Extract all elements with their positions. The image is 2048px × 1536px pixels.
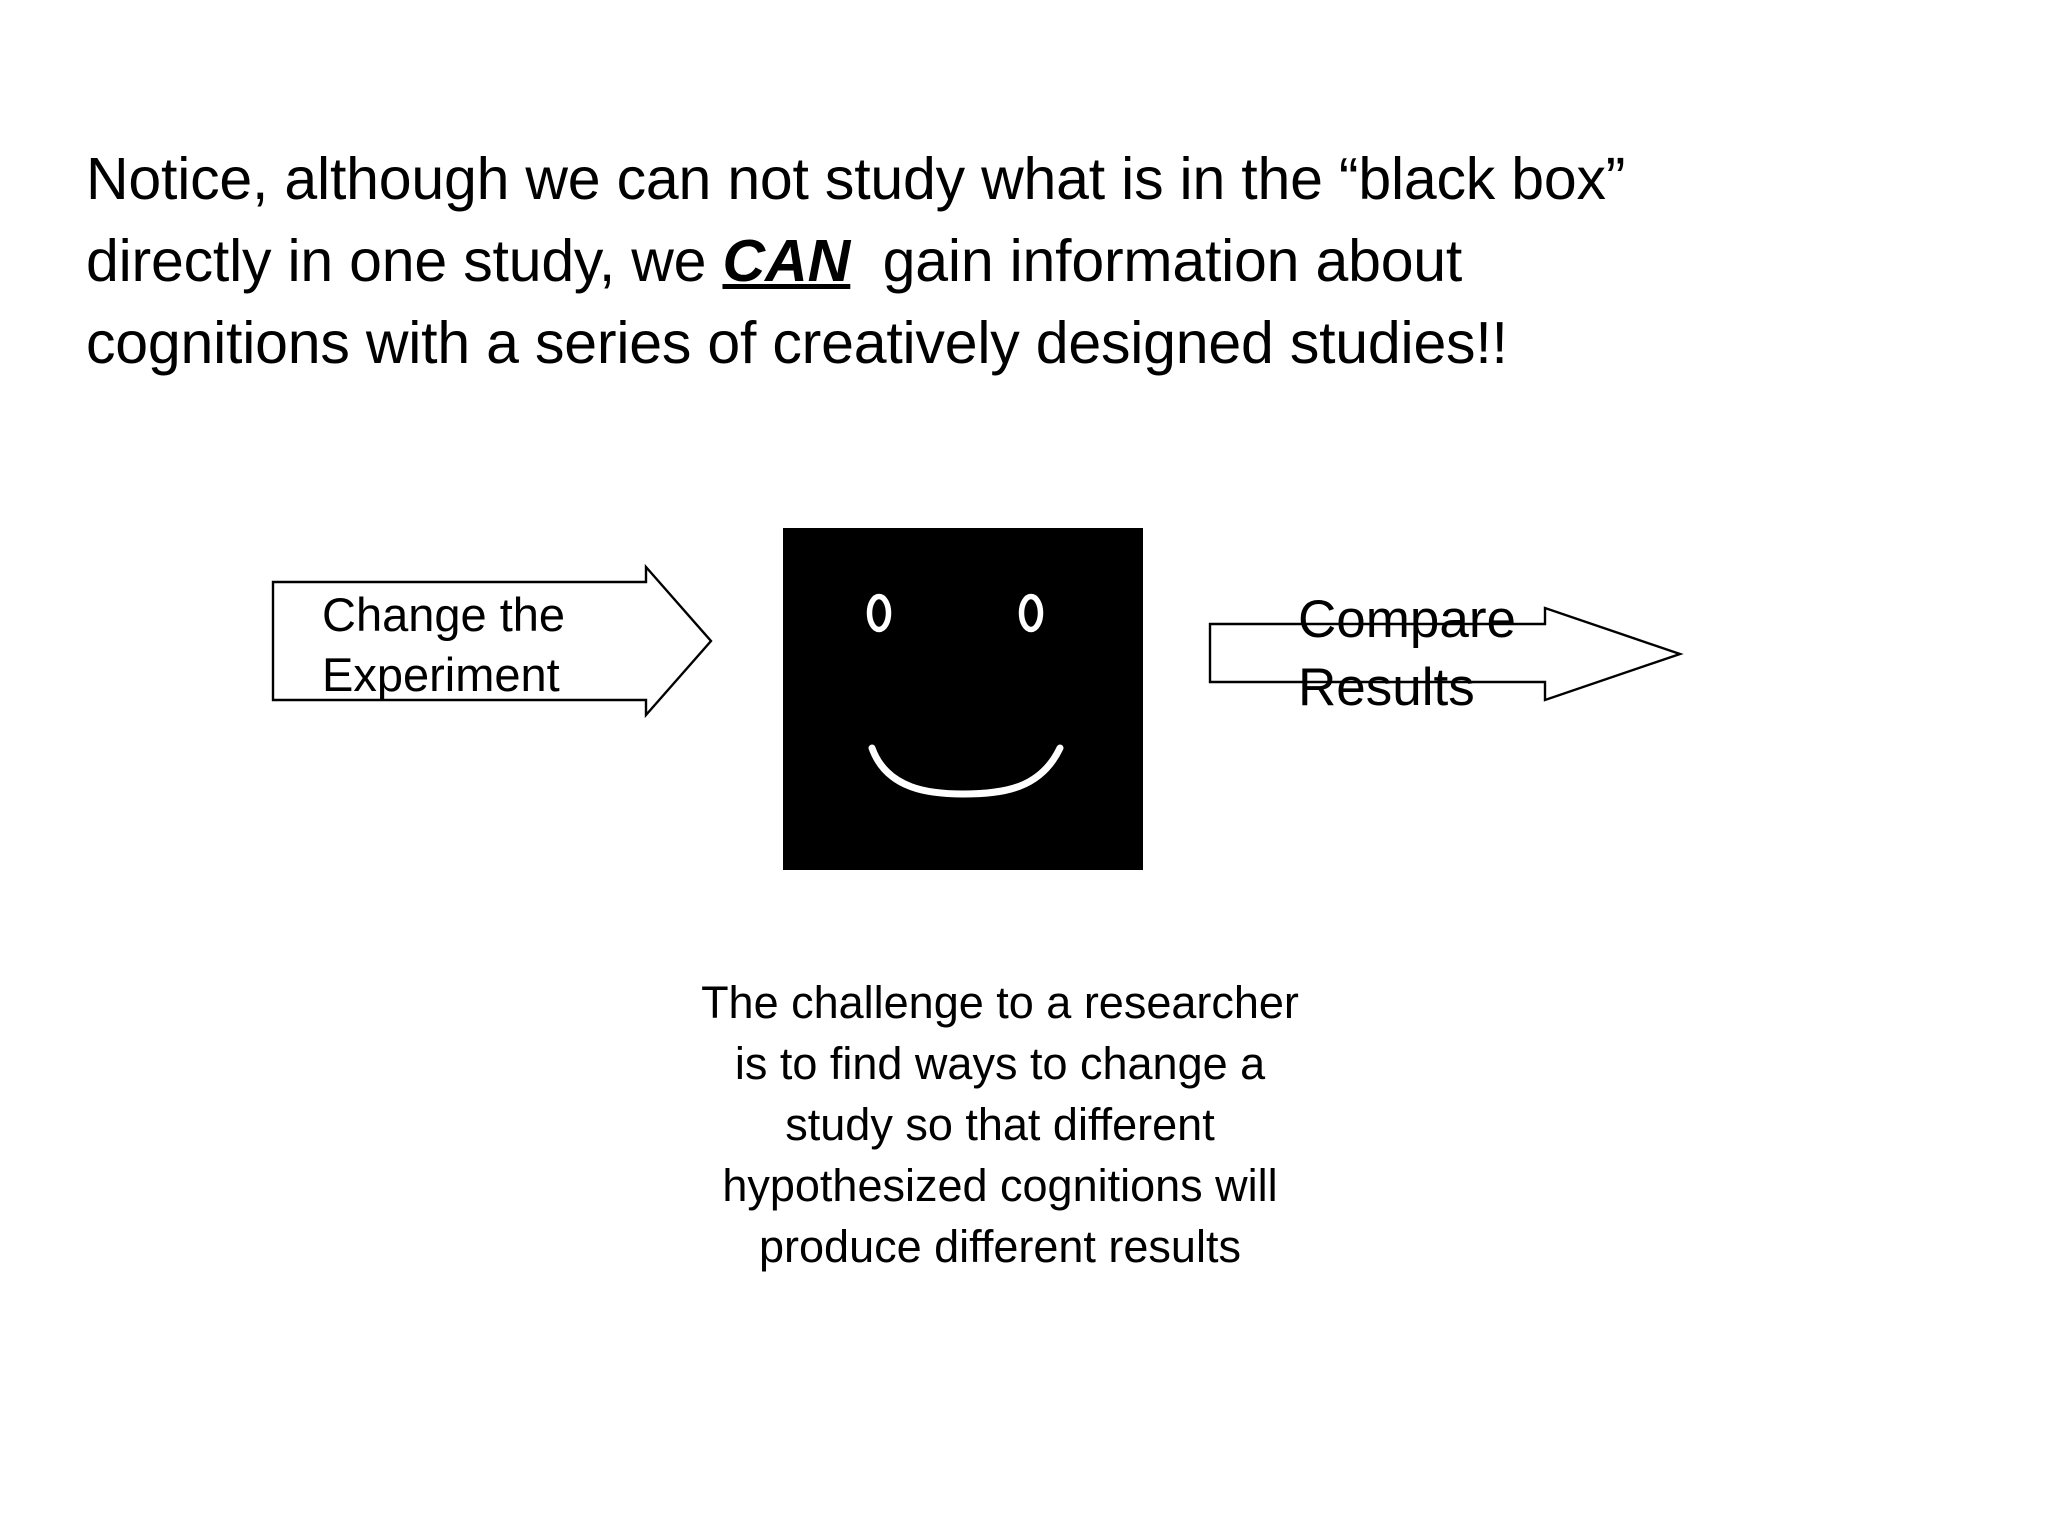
left-eye-icon xyxy=(866,593,892,633)
compare-results-label-line-2: Results xyxy=(1298,658,1475,717)
right-eye-icon xyxy=(1018,593,1044,633)
caption-line-1: The challenge to a researcher xyxy=(701,977,1299,1028)
change-experiment-label-line-2: Experiment xyxy=(322,648,560,701)
title-line-2-text-before: directly in one study, we xyxy=(86,228,723,294)
caption-block: The challenge to a researcher is to find… xyxy=(420,972,1580,1277)
smiley-face-icon xyxy=(866,593,1064,798)
slide-title: Notice, although we can not study what i… xyxy=(86,138,1986,384)
caption-line-4: hypothesized cognitions will xyxy=(722,1160,1278,1211)
change-experiment-label-line-1: Change the xyxy=(322,588,566,641)
change-experiment-arrow-icon xyxy=(271,563,713,719)
title-line-1: Notice, although we can not study what i… xyxy=(86,146,1626,212)
compare-results-label: Compare Results xyxy=(1298,586,1778,722)
title-emphasis-can: CAN xyxy=(722,228,851,294)
change-experiment-label: Change the Experiment xyxy=(322,585,742,705)
compare-results-arrow-icon xyxy=(1208,606,1684,702)
caption-line-2: is to find ways to change a xyxy=(734,1038,1266,1089)
caption-line-5: produce different results xyxy=(759,1221,1241,1272)
title-line-2: directly in one study, we CAN gain infor… xyxy=(86,220,1986,302)
caption-line-3: study so that different xyxy=(785,1099,1215,1150)
compare-results-label-line-1: Compare xyxy=(1298,590,1516,649)
title-line-2-text-after: gain information about xyxy=(850,228,1463,294)
title-line-3: cognitions with a series of creatively d… xyxy=(86,310,1508,376)
smile-mouth-icon xyxy=(868,744,1064,798)
black-box xyxy=(783,528,1143,870)
